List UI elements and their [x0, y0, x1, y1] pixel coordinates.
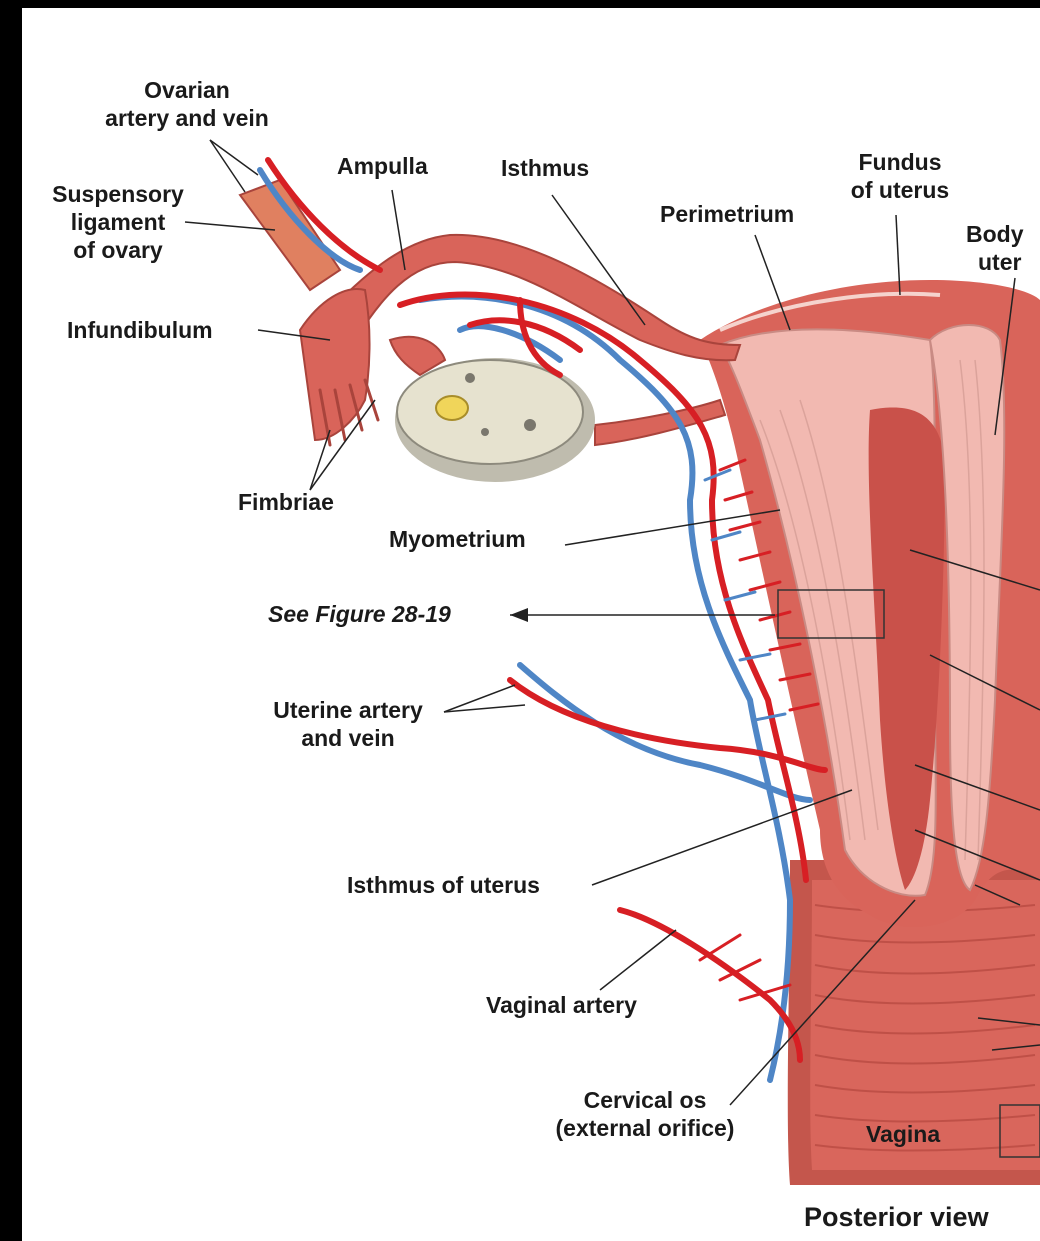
- label-vagina: Vagina: [866, 1120, 940, 1148]
- label-fimbriae: Fimbriae: [238, 488, 334, 516]
- label-infundibulum: Infundibulum: [67, 316, 213, 344]
- label-myometrium: Myometrium: [389, 525, 526, 553]
- label-see-figure[interactable]: See Figure 28-19: [268, 600, 451, 628]
- label-perimetrium: Perimetrium: [660, 200, 794, 228]
- arrowhead-icon: [510, 608, 528, 622]
- label-vaginal-artery: Vaginal artery: [486, 991, 637, 1019]
- label-isthmus-of-uterus: Isthmus of uterus: [347, 871, 540, 899]
- label-posterior-view: Posterior view: [804, 1203, 989, 1231]
- label-cervical-os: Cervical os(external orifice): [530, 1086, 760, 1142]
- label-isthmus: Isthmus: [501, 154, 589, 182]
- label-ampulla: Ampulla: [337, 152, 428, 180]
- uterus-shape: [700, 280, 1040, 927]
